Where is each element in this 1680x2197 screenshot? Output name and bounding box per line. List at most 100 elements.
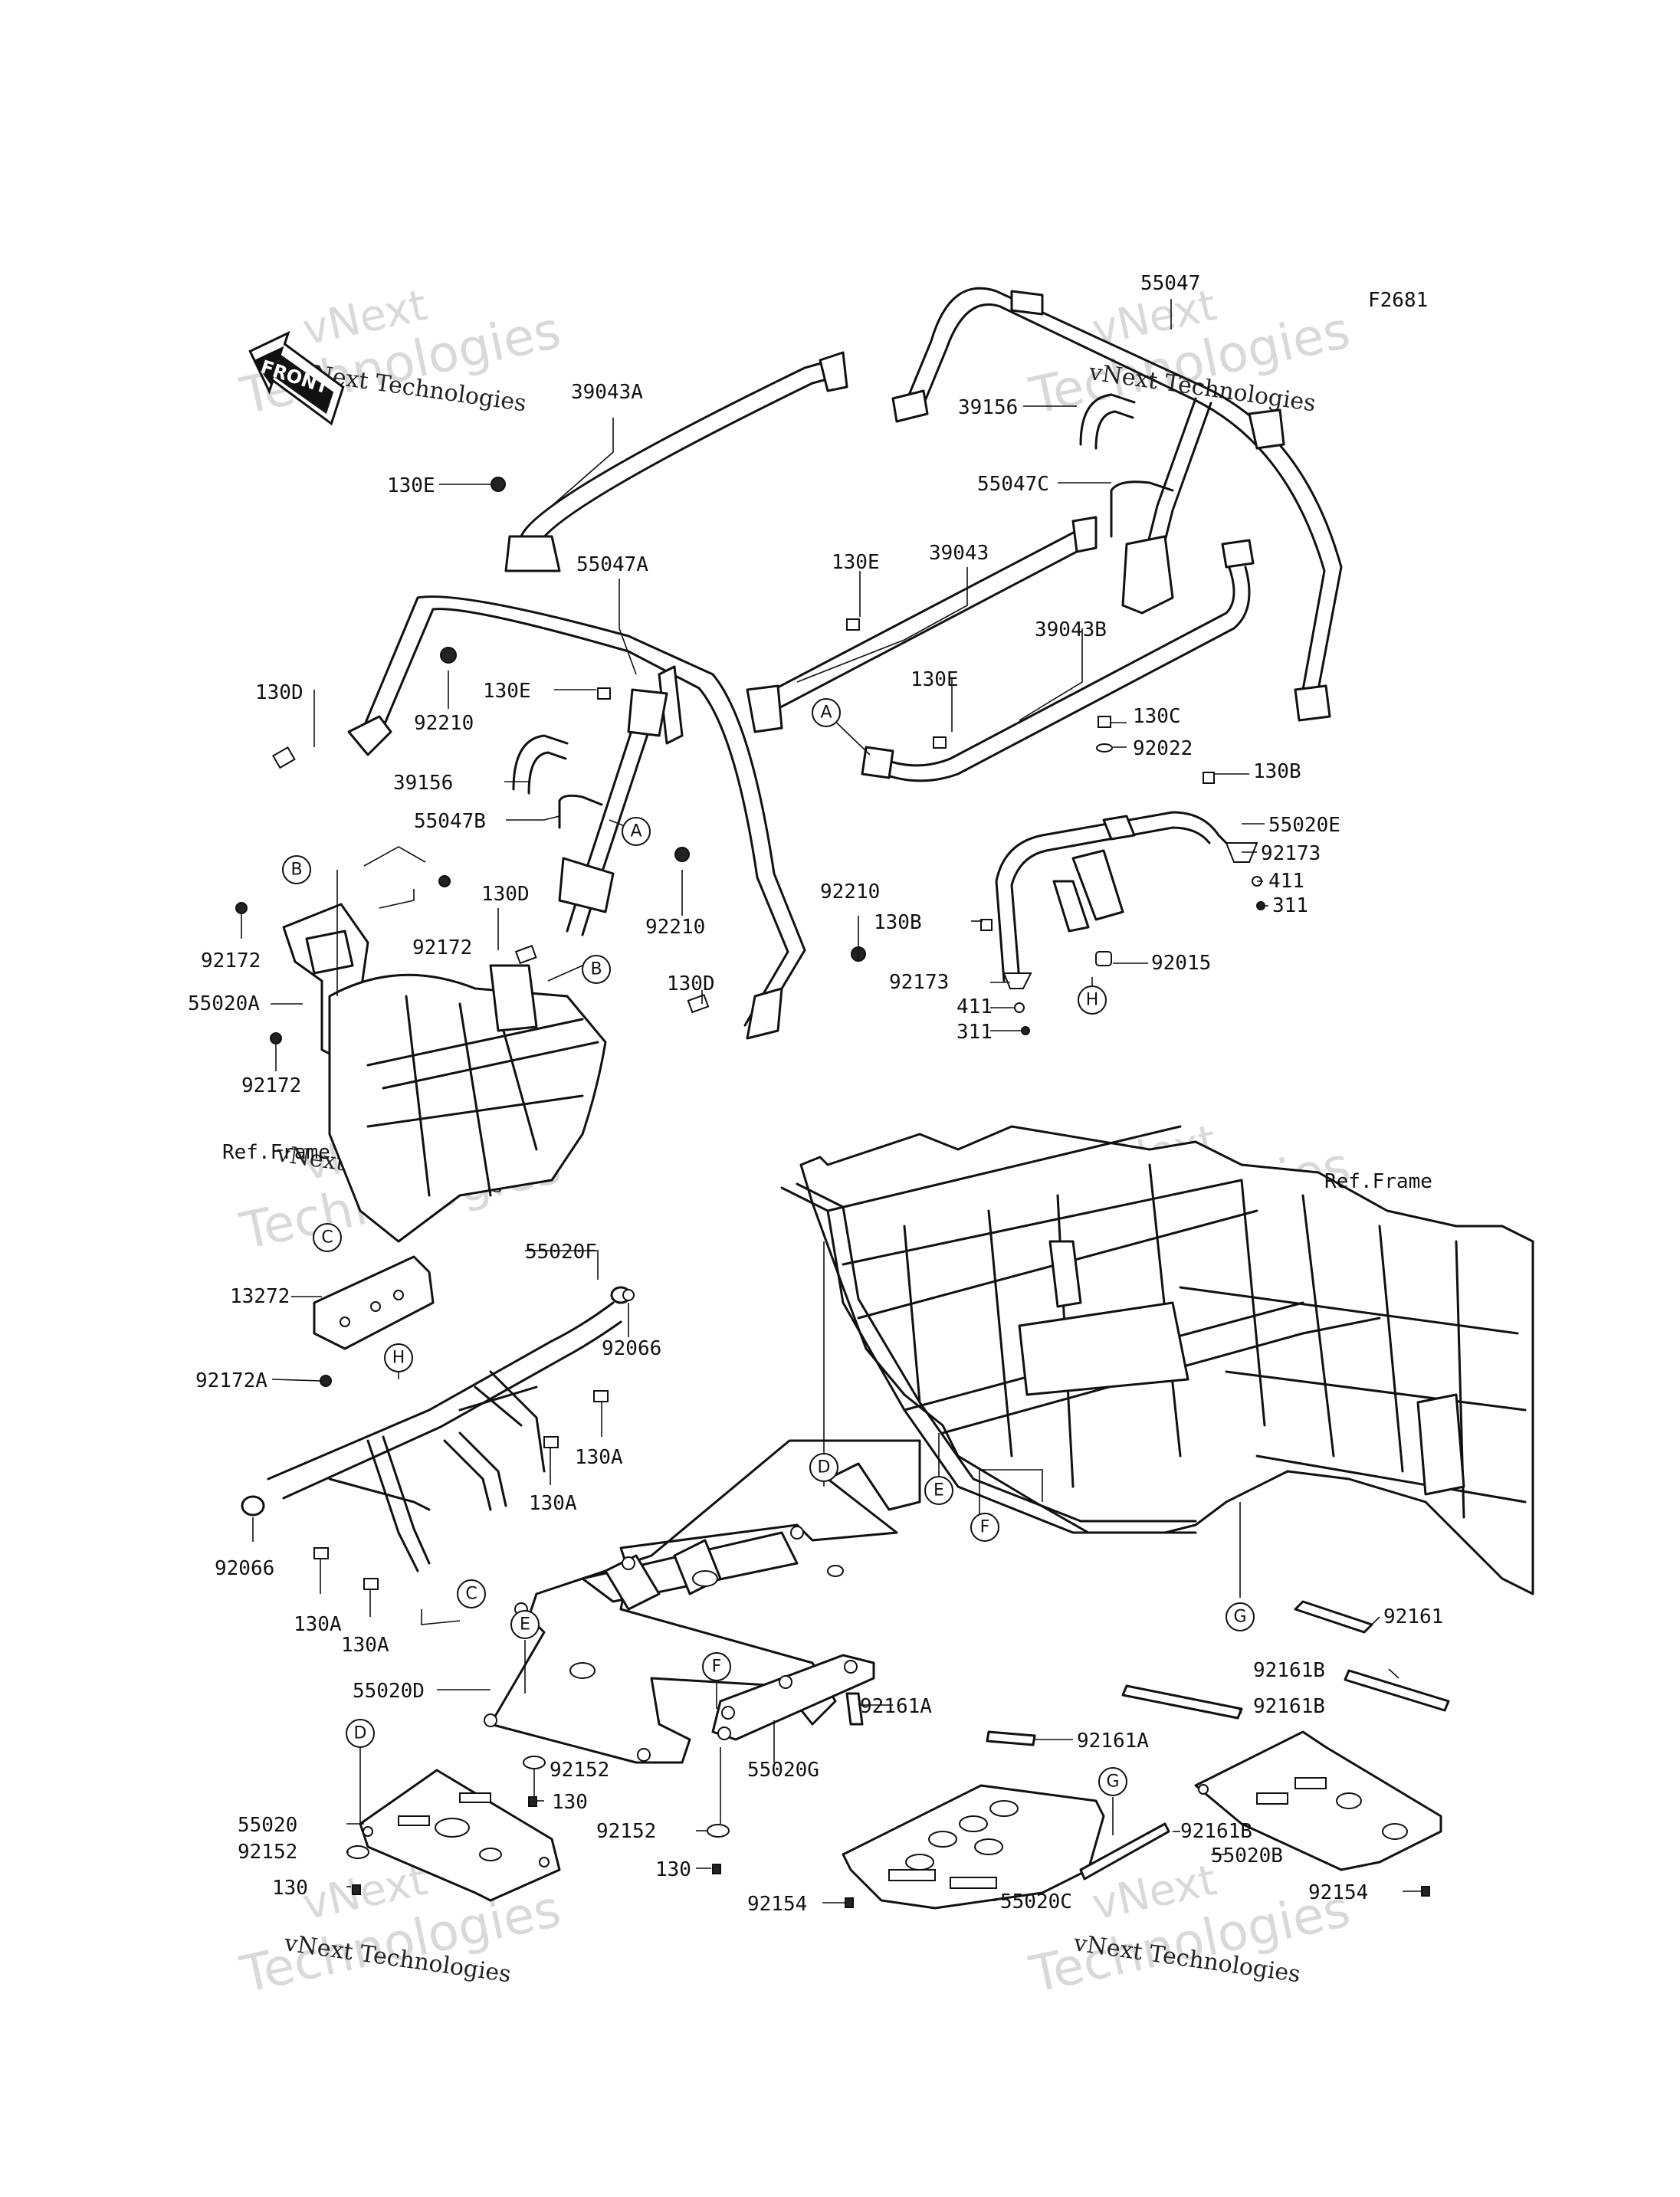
part-label: 92161B [1253,1659,1325,1682]
roll-bar-front-55047A [347,595,806,1040]
svg-text:G: G [1233,1608,1246,1627]
part-label: 311 [1272,894,1308,917]
part-label: 55020A [188,992,260,1015]
part-label: 92161 [1383,1605,1443,1628]
part-label: 130D [255,681,304,704]
part-label: 55020 [238,1814,297,1837]
part-label: 130E [483,680,531,703]
part-label: 130A [529,1492,577,1515]
strip-92161A [986,1730,1036,1746]
part-label: 92173 [1261,842,1321,865]
callout-d-1: D [809,1453,838,1482]
part-label: 55020E [1268,814,1340,837]
part-label: 92172 [412,936,472,959]
svg-text:E: E [520,1615,530,1635]
grab-handle-55047B-u [558,794,603,829]
part-label: 130B [874,911,922,934]
skid-plate-55020 [359,1769,561,1902]
svg-text:A: A [630,822,641,841]
part-label: 55020D [353,1680,425,1703]
svg-text:F: F [980,1518,990,1537]
part-label: 39043 [929,542,989,565]
part-label: 92066 [215,1557,274,1580]
part-label: 39156 [958,396,1018,419]
part-label: 55047B [414,810,486,833]
part-label: 130D [667,972,715,995]
skid-plate-55020G [711,1654,875,1741]
watermark-top-right: vNext Technologies vNext Technologies [1024,280,1355,426]
callout-g-1: G [1226,1602,1255,1631]
part-label: 92161A [1077,1730,1149,1753]
svg-text:H: H [1086,991,1099,1010]
callout-b-2: B [582,955,611,984]
grab-handle-39156-left [512,734,569,795]
svg-text:B: B [590,960,602,979]
part-label: 311 [956,1021,993,1044]
part-label: 55020G [747,1759,819,1782]
part-label: 130A [341,1634,389,1657]
callout-a-2: A [622,817,651,846]
part-label: 92172 [201,949,261,972]
left-frame-ref [328,964,607,1243]
svg-text:D: D [818,1458,831,1477]
callout-g-2: G [1098,1767,1127,1796]
part-label: 92066 [602,1337,661,1360]
skid-plate-55020B [1194,1730,1442,1871]
skid-plate-55020C [842,1784,1105,1910]
part-label: 55020C [1000,1890,1072,1913]
roll-bar-rear-55047 [891,287,1343,722]
part-label: 92161A [860,1695,932,1718]
callout-f-1: F [970,1513,999,1542]
part-label: 92161B [1180,1820,1252,1843]
part-label: 92152 [238,1841,297,1864]
svg-text:A: A [820,703,832,723]
part-label: 92154 [1308,1881,1368,1904]
part-label: 92210 [414,712,474,735]
svg-text:C: C [321,1228,333,1248]
part-label: 92173 [889,971,949,994]
part-label: 55047A [576,553,648,576]
part-label: 13272 [230,1285,290,1308]
svg-text:B: B [290,861,302,880]
ref-frame-label-right: Ref.Frame [1324,1170,1432,1193]
svg-text:G: G [1106,1772,1119,1792]
part-label: 39156 [393,772,453,795]
figure-code: F2681 [1368,289,1428,312]
part-label: 39043A [571,381,643,404]
part-label: 130D [481,883,530,906]
part-label: 130E [911,668,959,691]
cross-member-55020E [995,811,1235,982]
part-label: 92161B [1253,1695,1325,1718]
callout-h-1: H [1078,985,1107,1015]
part-label: 130A [294,1613,342,1636]
ref-frame-label-left: Ref.Frame [222,1141,330,1164]
part-label: 130C [1133,705,1181,728]
rear-brace-39043A [504,351,848,572]
part-label: 39043B [1035,618,1107,641]
part-label: 92022 [1133,737,1193,760]
main-frame-ref [780,1125,1534,1595]
callout-h-2: H [384,1343,413,1372]
strip-92161B-mid [1121,1684,1243,1720]
part-label: 92210 [820,880,880,903]
svg-text:H: H [392,1349,405,1368]
part-label: 411 [1268,870,1304,893]
strip-92161B-lower [1079,1822,1170,1881]
strip-92161A-small [845,1692,864,1726]
part-label: 411 [956,995,993,1018]
svg-text:E: E [934,1481,944,1500]
svg-text:C: C [465,1585,477,1604]
cross-brace-39043B [861,539,1255,782]
callout-b-1: B [282,855,311,884]
strip-92161 [1294,1600,1373,1634]
grab-handle-39156-right [1079,393,1136,450]
part-label: 55047C [977,473,1049,496]
rear-brace-55047C [1110,397,1212,615]
part-label: 55020B [1211,1844,1283,1867]
svg-text:D: D [354,1724,367,1743]
part-label: 92152 [596,1820,656,1843]
bumper-55020F [241,1286,632,1572]
part-label: 92172A [195,1369,267,1392]
skid-13272 [313,1255,435,1350]
part-label: 130A [575,1446,623,1469]
